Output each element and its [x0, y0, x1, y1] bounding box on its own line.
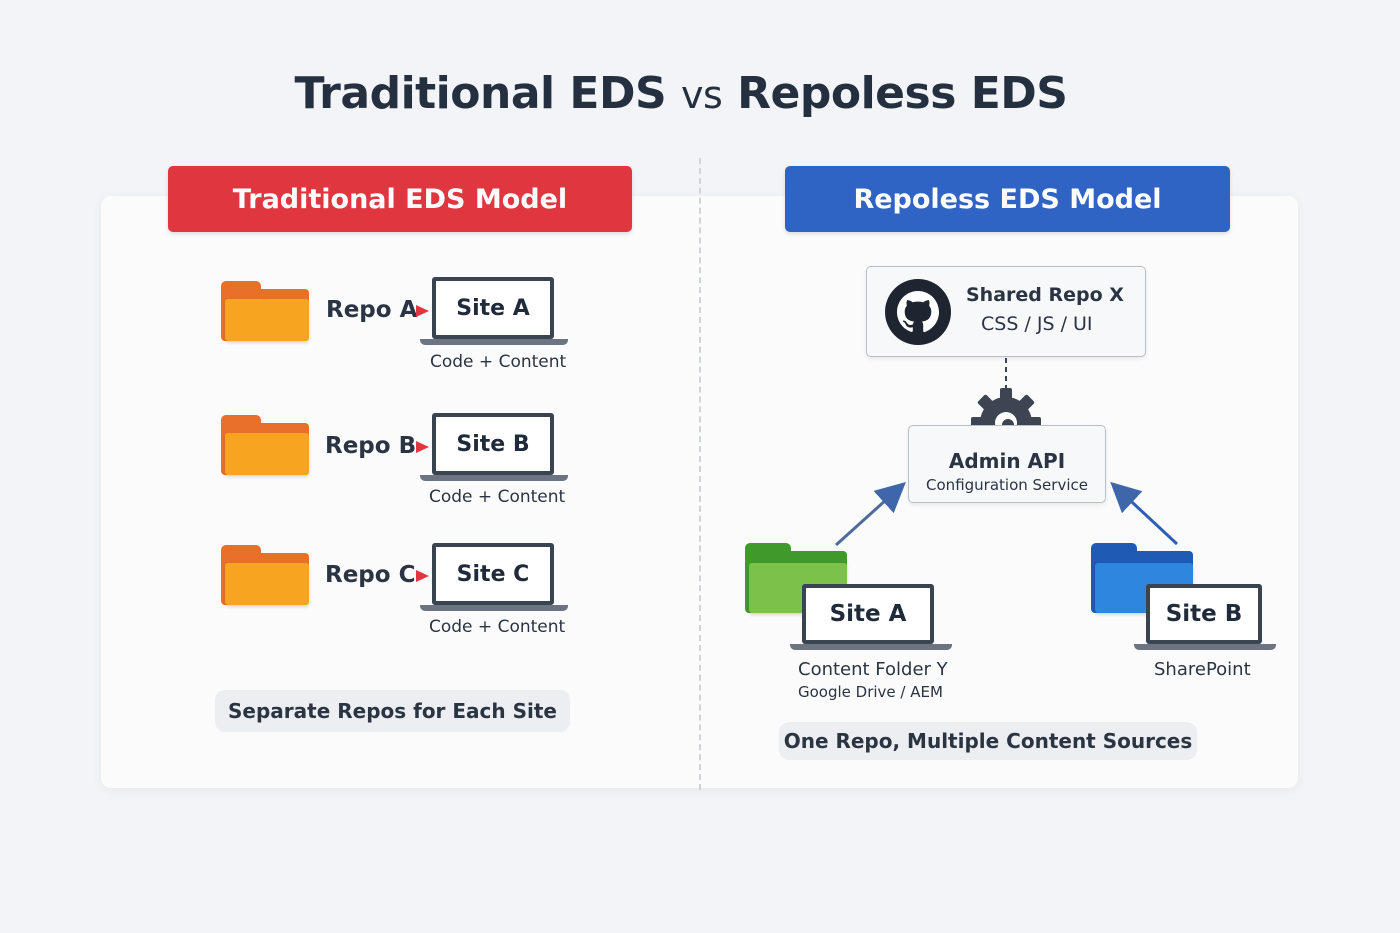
- page-title: Traditional EDS vs Repoless EDS: [0, 68, 1362, 119]
- column-divider: [699, 158, 701, 790]
- repo-a-folder-icon: [221, 281, 309, 341]
- sharepoint-caption: SharePoint: [1154, 659, 1251, 680]
- traditional-banner: Traditional EDS Model: [168, 166, 632, 232]
- shared-repo-subtitle: CSS / JS / UI: [981, 313, 1093, 335]
- github-icon: [885, 279, 951, 345]
- repo-b-arrow-icon: [416, 441, 429, 453]
- site-a-screen: Site A: [432, 277, 554, 339]
- admin-api-subtitle: Configuration Service: [926, 476, 1088, 494]
- content-folder-y-caption: Content Folder Y: [798, 659, 948, 680]
- admin-api-box: [908, 425, 1106, 503]
- admin-api-title: Admin API: [948, 449, 1066, 473]
- content-folder-y-subcaption: Google Drive / AEM: [798, 683, 943, 701]
- repo-a-arrow-icon: [416, 305, 429, 317]
- repo-b-folder-icon: [221, 415, 309, 475]
- title-left: Traditional EDS: [294, 68, 667, 119]
- repoless-banner: Repoless EDS Model: [785, 166, 1230, 232]
- repoless-footer: One Repo, Multiple Content Sources: [779, 722, 1197, 760]
- repo-c-label: Repo C: [325, 562, 416, 588]
- shared-repo-title: Shared Repo X: [966, 284, 1124, 306]
- repo-a-label: Repo A: [326, 297, 418, 323]
- site-b-screen: Site B: [432, 413, 554, 475]
- site-a-caption: Code + Content: [430, 352, 567, 372]
- repo-c-folder-icon: [221, 545, 309, 605]
- repoless-site-b-screen: Site B: [1146, 584, 1262, 644]
- site-c-screen: Site C: [432, 543, 554, 605]
- repo-c-arrow-icon: [416, 570, 429, 582]
- repoless-site-a-screen: Site A: [802, 584, 934, 644]
- site-c-caption: Code + Content: [429, 617, 566, 637]
- site-b-caption: Code + Content: [429, 487, 566, 507]
- repo-b-label: Repo B: [325, 433, 417, 459]
- traditional-footer: Separate Repos for Each Site: [215, 690, 570, 732]
- title-vs: vs: [681, 73, 723, 117]
- title-right: Repoless EDS: [737, 68, 1068, 119]
